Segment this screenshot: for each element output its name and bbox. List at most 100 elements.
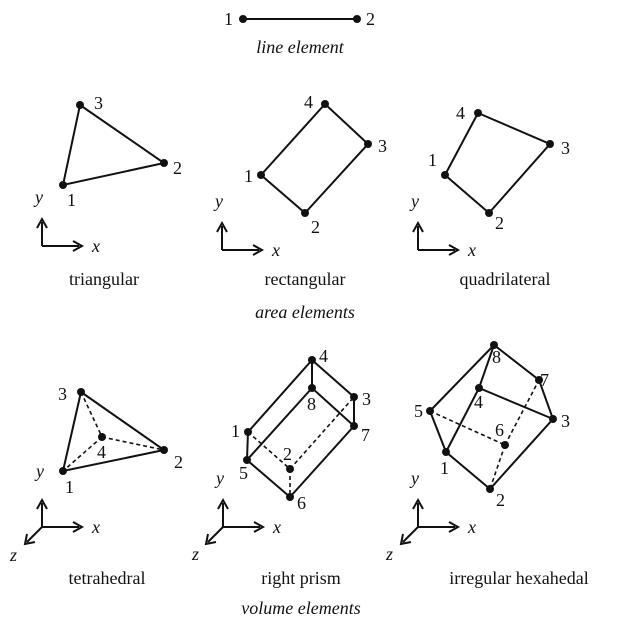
node-label-4: 4 bbox=[97, 442, 106, 462]
triangle-outline bbox=[61, 103, 167, 187]
node-label-1: 1 bbox=[224, 9, 233, 29]
caption-right-prism: right prism bbox=[261, 568, 341, 588]
x-axis-label: x bbox=[91, 236, 100, 256]
node-label-8: 8 bbox=[307, 394, 316, 414]
line-element: 1 2 line element bbox=[224, 9, 375, 57]
hidden-edge-1-2 bbox=[247, 431, 291, 470]
caption-line-element: line element bbox=[256, 37, 344, 57]
node-label-6: 6 bbox=[495, 420, 504, 440]
caption-volume-elements: volume elements bbox=[241, 598, 360, 618]
node-4 bbox=[321, 100, 329, 108]
y-axis-arrow bbox=[412, 220, 424, 250]
node-3 bbox=[364, 140, 372, 148]
x-axis-arrow bbox=[42, 240, 85, 252]
node-label-7: 7 bbox=[540, 370, 549, 390]
x-axis-label: x bbox=[467, 517, 476, 537]
node-label-1: 1 bbox=[428, 150, 437, 170]
node-label-2: 2 bbox=[495, 213, 504, 233]
node-4 bbox=[474, 109, 482, 117]
y-axis-label: y bbox=[214, 468, 224, 488]
hidden-edge-6-2 bbox=[489, 444, 506, 490]
y-axis-arrow bbox=[217, 497, 229, 527]
node-2 bbox=[160, 446, 168, 454]
node-1 bbox=[59, 467, 67, 475]
node-7 bbox=[535, 376, 543, 384]
z-axis-arrow bbox=[204, 526, 224, 546]
y-axis-label: y bbox=[33, 187, 43, 207]
y-axis-arrow bbox=[36, 497, 48, 527]
node-1 bbox=[257, 171, 265, 179]
y-axis-label: y bbox=[213, 191, 223, 211]
y-axis-arrow bbox=[36, 216, 48, 246]
node-2 bbox=[301, 209, 309, 217]
quadrilateral-element: 1 4 3 2 y x quadrilateral bbox=[409, 103, 570, 289]
y-axis-arrow bbox=[216, 220, 228, 250]
node-label-5: 5 bbox=[239, 463, 248, 483]
node-4 bbox=[98, 433, 106, 441]
node-label-2: 2 bbox=[496, 490, 505, 510]
x-axis-label: x bbox=[467, 240, 476, 260]
triangular-element: 3 2 1 y x triangular bbox=[33, 93, 182, 289]
node-label-3: 3 bbox=[561, 138, 570, 158]
node-label-2: 2 bbox=[283, 444, 292, 464]
node-label-1: 1 bbox=[65, 477, 74, 497]
node-label-8: 8 bbox=[492, 347, 501, 367]
irregular-hexahedral-element: 8 7 3 4 5 6 1 2 y x z irregular hexaheda… bbox=[385, 341, 589, 588]
caption-tetrahedral: tetrahedral bbox=[69, 568, 146, 588]
node-4 bbox=[308, 356, 316, 364]
hidden-edge-3-4 bbox=[80, 391, 103, 438]
caption-rectangular: rectangular bbox=[265, 269, 346, 289]
node-label-4: 4 bbox=[319, 346, 328, 366]
rectangular-element: 1 4 3 2 y x rectangular area elements bbox=[213, 92, 387, 322]
node-label-1: 1 bbox=[440, 458, 449, 478]
quadrilateral-outline bbox=[443, 111, 552, 215]
node-5 bbox=[243, 456, 251, 464]
hidden-edge-6-7 bbox=[504, 379, 540, 446]
z-axis-label: z bbox=[191, 544, 199, 564]
node-label-3: 3 bbox=[94, 93, 103, 113]
node-4 bbox=[475, 384, 483, 392]
node-6 bbox=[501, 441, 509, 449]
hexa-edge-8-4 bbox=[478, 344, 495, 389]
x-axis-label: x bbox=[272, 517, 281, 537]
node-8 bbox=[308, 384, 316, 392]
node-label-3: 3 bbox=[362, 389, 371, 409]
x-axis-arrow bbox=[222, 244, 265, 256]
caption-area-elements: area elements bbox=[255, 302, 355, 322]
caption-quadrilateral: quadrilateral bbox=[460, 269, 551, 289]
caption-irregular-hexahedral: irregular hexahedal bbox=[449, 568, 588, 588]
x-axis-arrow bbox=[418, 244, 461, 256]
right-prism-element: 1 4 3 2 5 8 7 6 y x z right prism volume… bbox=[191, 346, 371, 618]
node-label-2: 2 bbox=[366, 9, 375, 29]
node-label-7: 7 bbox=[361, 425, 370, 445]
node-1 bbox=[244, 428, 252, 436]
node-label-5: 5 bbox=[414, 401, 423, 421]
node-label-4: 4 bbox=[474, 392, 483, 412]
node-label-1: 1 bbox=[231, 421, 240, 441]
node-3 bbox=[76, 101, 84, 109]
node-6 bbox=[286, 493, 294, 501]
node-label-2: 2 bbox=[174, 452, 183, 472]
node-2 bbox=[160, 159, 168, 167]
x-axis-arrow bbox=[418, 521, 461, 533]
x-axis-label: x bbox=[271, 240, 280, 260]
node-3 bbox=[546, 140, 554, 148]
node-label-3: 3 bbox=[561, 411, 570, 431]
y-axis-arrow bbox=[412, 497, 424, 527]
caption-triangular: triangular bbox=[69, 269, 139, 289]
x-axis-label: x bbox=[91, 517, 100, 537]
prism-silhouette bbox=[245, 358, 355, 499]
hidden-edge-4-2 bbox=[101, 436, 165, 451]
z-axis-label: z bbox=[385, 544, 393, 564]
node-1 bbox=[239, 15, 247, 23]
node-label-4: 4 bbox=[456, 103, 465, 123]
tetrahedral-element: 3 2 1 4 y x z tetrahedral bbox=[9, 384, 183, 588]
node-label-6: 6 bbox=[297, 493, 306, 513]
node-3 bbox=[350, 393, 358, 401]
node-label-3: 3 bbox=[378, 136, 387, 156]
y-axis-label: y bbox=[34, 461, 44, 481]
node-2 bbox=[353, 15, 361, 23]
tetrahedron-outline bbox=[61, 391, 167, 473]
node-label-4: 4 bbox=[304, 92, 313, 112]
